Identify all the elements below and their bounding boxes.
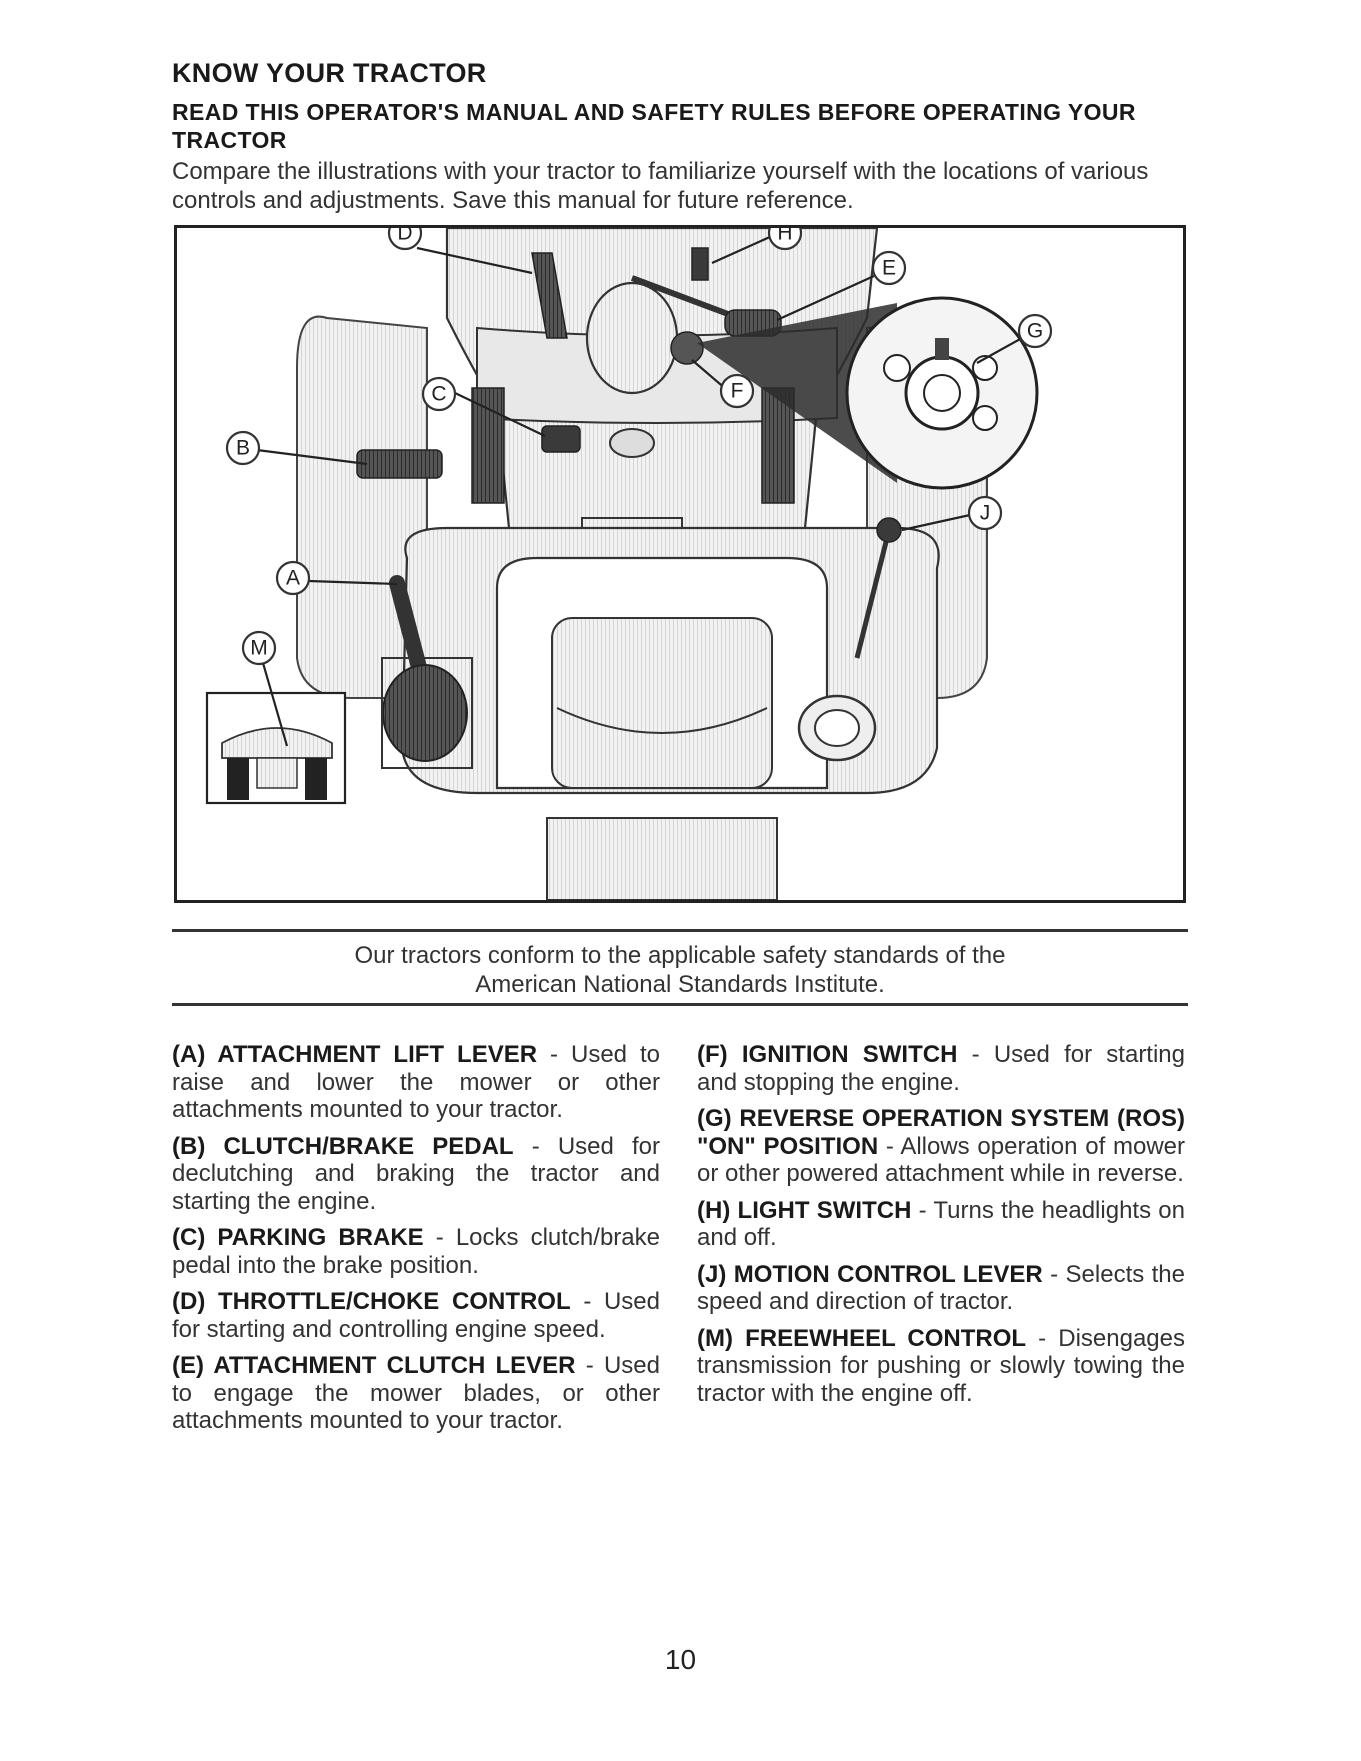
- description-item: (D) THROTTLE/CHOKE CONTROL - Used for st…: [172, 1288, 660, 1343]
- divider-top: [172, 929, 1188, 932]
- svg-text:F: F: [731, 380, 744, 403]
- description-text: - Used for starting and stopping the eng…: [697, 1041, 1186, 1096]
- description-text: - Allows operation of mower or other pow…: [697, 1132, 1186, 1188]
- description-term: (M) FREEWHEEL CONTROL: [697, 1324, 1027, 1352]
- divider-bottom: [172, 1003, 1188, 1006]
- description-term: (F) IGNITION SWITCH: [697, 1041, 958, 1068]
- description-term: (G) REVERSE OPERATION SYSTEM (ROS) "ON" …: [697, 1105, 1185, 1160]
- standards-note: Our tractors conform to the applicable s…: [172, 941, 1188, 999]
- svg-text:D: D: [397, 228, 412, 245]
- intro-paragraph: Compare the illustrations with your trac…: [172, 158, 1149, 214]
- page-number: 10: [664, 1644, 697, 1675]
- description-text: - Used to raise and lower the mower or o…: [172, 1041, 660, 1123]
- description-item: (G) REVERSE OPERATION SYSTEM (ROS) "ON" …: [697, 1105, 1185, 1188]
- callout-h: H: [767, 228, 803, 251]
- description-term: (A) ATTACHMENT LIFT LEVER: [172, 1041, 538, 1068]
- standards-line-2: American National Standards Institute.: [475, 971, 885, 998]
- description-term: (J) MOTION CONTROL LEVER: [697, 1260, 1043, 1288]
- description-item: (E) ATTACHMENT CLUTCH LEVER - Used to en…: [172, 1352, 660, 1435]
- callout-f: F: [719, 373, 755, 409]
- callout-b: B: [225, 430, 261, 466]
- descriptions-left-column: (A) ATTACHMENT LIFT LEVER - Used to rais…: [172, 1041, 660, 1444]
- callout-e: E: [871, 250, 907, 286]
- svg-text:E: E: [882, 257, 896, 280]
- description-term: (C) PARKING BRAKE: [172, 1224, 424, 1251]
- description-item: (J) MOTION CONTROL LEVER - Selects the s…: [697, 1261, 1185, 1316]
- description-item: (A) ATTACHMENT LIFT LEVER - Used to rais…: [172, 1041, 660, 1124]
- svg-text:H: H: [777, 228, 792, 245]
- description-text: - Locks clutch/brake pedal into the brak…: [172, 1224, 660, 1279]
- page-subtitle: READ THIS OPERATOR'S MANUAL AND SAFETY R…: [172, 99, 1136, 153]
- svg-text:B: B: [236, 437, 250, 460]
- svg-text:C: C: [431, 383, 446, 406]
- description-text: - Disengages transmission for pushing or…: [697, 1324, 1185, 1407]
- description-text: - Selects the speed and direction of tra…: [697, 1260, 1186, 1316]
- description-item: (F) IGNITION SWITCH - Used for starting …: [697, 1041, 1185, 1096]
- description-text: - Turns the headlights on and off.: [697, 1196, 1185, 1252]
- description-term: (D) THROTTLE/CHOKE CONTROL: [172, 1288, 571, 1315]
- svg-text:J: J: [980, 502, 991, 525]
- description-term: (B) CLUTCH/BRAKE PEDAL: [172, 1132, 514, 1160]
- description-term: (E) ATTACHMENT CLUTCH LEVER: [172, 1352, 576, 1379]
- description-text: - Used for starting and controlling engi…: [172, 1288, 661, 1343]
- svg-text:G: G: [1027, 320, 1043, 343]
- callout-d: D: [387, 228, 423, 251]
- tractor-controls-illustration: D H E G C F B J A M: [174, 225, 1186, 903]
- descriptions-right-column: (F) IGNITION SWITCH - Used for starting …: [697, 1041, 1185, 1416]
- standards-line-1: Our tractors conform to the applicable s…: [354, 942, 1006, 969]
- description-item: (C) PARKING BRAKE - Locks clutch/brake p…: [172, 1224, 660, 1279]
- description-item: (M) FREEWHEEL CONTROL - Disengages trans…: [697, 1325, 1185, 1408]
- svg-text:M: M: [250, 637, 268, 660]
- callout-j: J: [967, 495, 1003, 531]
- description-text: - Used for declutching and braking the t…: [172, 1132, 660, 1215]
- description-item: (B) CLUTCH/BRAKE PEDAL - Used for declut…: [172, 1133, 660, 1216]
- description-text: - Used to engage the mower blades, or ot…: [172, 1352, 660, 1434]
- svg-text:A: A: [286, 567, 300, 590]
- description-term: (H) LIGHT SWITCH: [697, 1196, 912, 1224]
- description-item: (H) LIGHT SWITCH - Turns the headlights …: [697, 1197, 1185, 1252]
- callout-c: C: [421, 376, 457, 412]
- callout-m: M: [241, 630, 277, 666]
- page-title: KNOW YOUR TRACTOR: [172, 58, 487, 88]
- callout-a: A: [275, 560, 311, 596]
- callout-g: G: [1017, 313, 1053, 349]
